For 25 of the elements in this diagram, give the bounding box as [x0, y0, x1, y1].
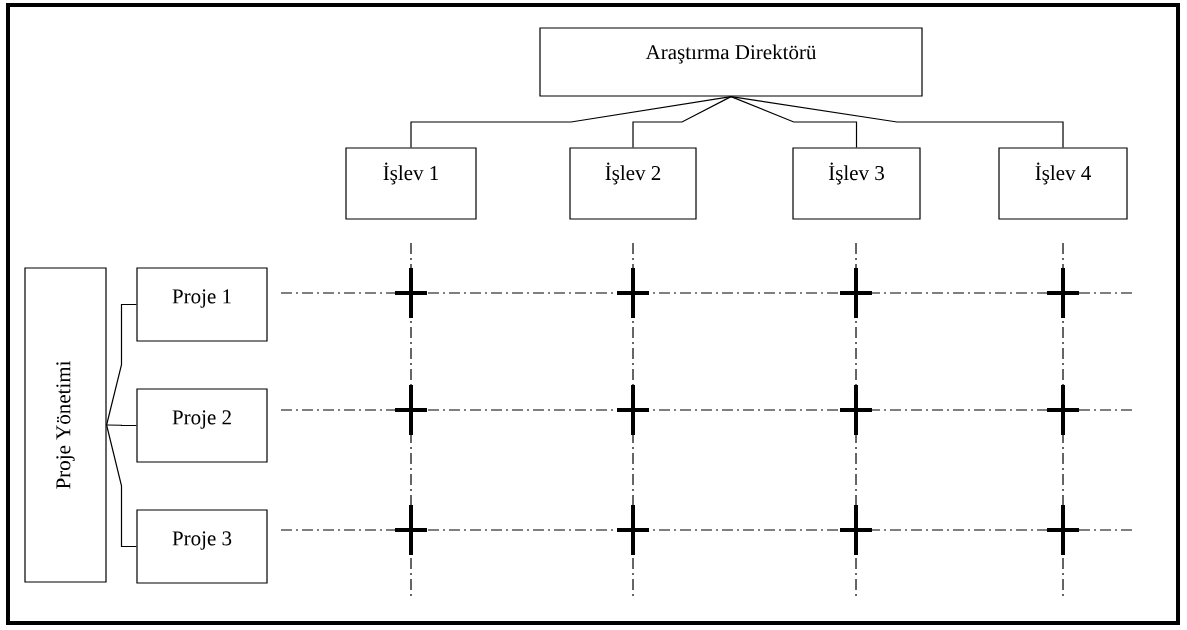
box [136, 509, 268, 584]
box-label: Proje 2 [172, 410, 231, 429]
connector [106, 424, 137, 427]
connector [730, 96, 858, 148]
box [998, 147, 1128, 220]
connector [410, 96, 732, 148]
box [136, 388, 268, 463]
box [539, 27, 923, 97]
box-label: Araştırma Direktörü [645, 44, 817, 64]
box [345, 147, 477, 220]
box-label: İşlev 1 [383, 162, 439, 185]
box-label: İşlev 4 [1035, 162, 1091, 185]
box [24, 267, 107, 583]
connector [730, 96, 1064, 148]
box-label: Proje 1 [172, 289, 231, 308]
box-label: Proje Yönetimi [56, 360, 75, 489]
box [136, 267, 268, 342]
box-label: Proje 3 [172, 531, 232, 550]
box-label: İşlev 2 [605, 162, 661, 185]
box [792, 147, 921, 220]
connector [106, 424, 137, 548]
connector [632, 96, 732, 148]
box-label: İşlev 3 [828, 162, 884, 185]
box [569, 147, 697, 220]
connector [106, 303, 137, 426]
